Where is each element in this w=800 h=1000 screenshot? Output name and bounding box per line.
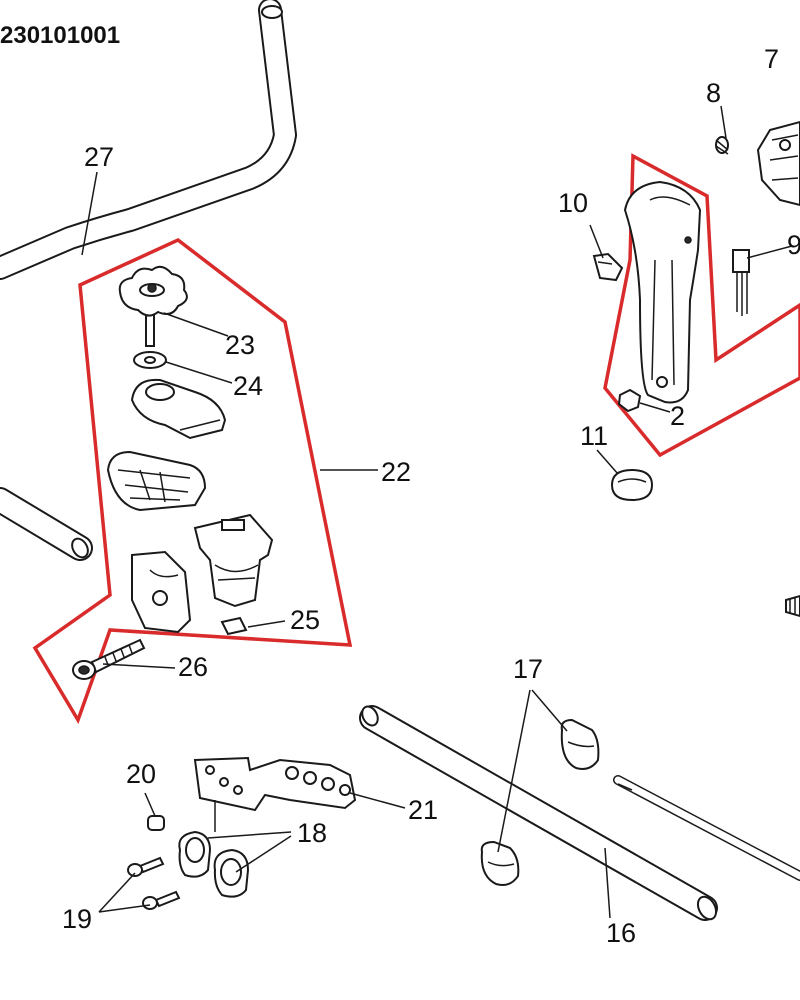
assembly-22-outline xyxy=(32,237,353,725)
leader-lines xyxy=(81,105,793,919)
star-knob-part-23 xyxy=(118,265,188,347)
housing-part-7 xyxy=(756,120,800,207)
bushing-upper-part-17 xyxy=(560,718,600,770)
callout-26: 26 xyxy=(178,652,209,682)
square-nut-part-25 xyxy=(220,616,248,636)
drive-shaft-part xyxy=(613,775,800,881)
callout-24: 24 xyxy=(233,371,264,401)
callout-22: 22 xyxy=(381,457,412,487)
threaded-stub-part xyxy=(785,594,800,618)
clamp-bracket-right-part xyxy=(193,513,274,608)
clamp-lower-part-18 xyxy=(213,848,250,898)
callout-20: 20 xyxy=(126,759,157,789)
rear-grip-part xyxy=(623,180,702,404)
callout-27: 27 xyxy=(84,142,115,172)
callout-16: 16 xyxy=(606,918,637,948)
screw-upper-part-19 xyxy=(127,856,165,877)
clamp-bracket-left-part xyxy=(131,550,192,634)
spring-part-8 xyxy=(715,136,729,155)
screw-lower-part-19 xyxy=(142,890,181,910)
clamp-cap-part xyxy=(130,378,227,440)
left-tube-part xyxy=(0,487,93,561)
callout-21: 21 xyxy=(408,795,439,825)
washer-part-24 xyxy=(133,351,167,369)
bushing-lower-part-17 xyxy=(480,840,520,886)
callout-18: 18 xyxy=(297,818,328,848)
spacer-part-20 xyxy=(147,815,165,831)
bolt-part-26 xyxy=(72,638,146,680)
callout-10: 10 xyxy=(558,188,589,218)
switch-part-10 xyxy=(592,252,624,282)
clamp-plate-part xyxy=(106,450,207,512)
callout-25: 25 xyxy=(290,605,321,635)
callout-7: 7 xyxy=(764,44,780,74)
callout-8: 8 xyxy=(706,78,722,108)
diagram-code: 230101001 xyxy=(0,22,121,49)
connector-part-9 xyxy=(732,249,750,316)
callout-11: 11 xyxy=(580,421,609,451)
handlebar-tube-part-27 xyxy=(0,0,297,280)
callout-19: 19 xyxy=(62,904,93,934)
grip-nut-part-2 xyxy=(617,388,642,413)
callout-17: 17 xyxy=(513,654,544,684)
callout-9: 9 xyxy=(787,230,800,260)
clamp-upper-part-18 xyxy=(178,830,212,878)
callout-2: 2 xyxy=(670,401,686,431)
main-tube-part-16 xyxy=(359,705,718,921)
assembly-grip-outline xyxy=(603,153,800,458)
clip-part-11 xyxy=(610,468,654,502)
callout-23: 23 xyxy=(225,330,256,360)
bracket-part-21 xyxy=(193,756,357,812)
